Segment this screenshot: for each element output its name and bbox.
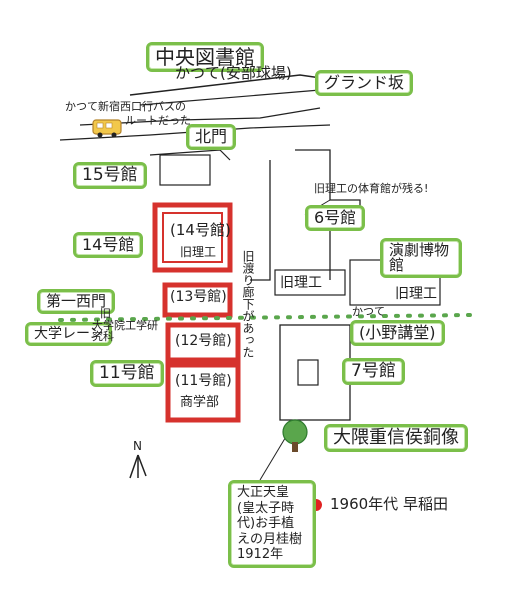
old-science-right-label: 旧理工 [395,286,437,302]
legend-1960-label: 1960年代 早稲田 [330,495,448,513]
building-13-label: (13号館) [170,289,227,305]
old-bus-note: かつて新宿西口行バスの [65,100,186,113]
theatre-museum-label: 演劇博物館 [380,238,462,278]
old-science-center-label: 旧理工 [280,275,322,291]
corridor-note: 旧渡り廊下があった [241,250,255,358]
bus-icon [92,119,122,138]
building-7-label: 7号館 [342,358,405,385]
commerce-faculty-label: 商学部 [180,395,220,410]
ono-auditorium-label: (小野講堂) [350,320,445,346]
building-15-label: 15号館 [73,162,147,189]
former-abe-field-label: かつて(安部球場) [175,64,292,82]
former-note: かつて [352,305,385,318]
north-marker-label: N [133,439,142,453]
north-arrow-icon [129,454,147,479]
central-library-label: 中央図書館 [146,42,264,72]
building-14-label: 14号館 [73,232,144,258]
building-11-label: 11号館 [90,360,164,387]
old-science-gym-note: 旧理工の体育館が残る! [314,182,429,195]
grand-slope-label: グランド坂 [315,70,414,96]
building-12-label: (12号館) [175,333,232,349]
building-14-former-label: (14号館) [170,221,231,239]
route-note: ルートだった [125,114,191,127]
tree-icon [282,419,308,452]
north-gate-label: 北門 [186,124,237,150]
graduate-school-label: 大学院工学研究科 [92,319,158,343]
building-11-former-label: (11号館) [175,373,232,389]
old-label: 旧 [100,307,111,320]
university-lane-label: 大学レーン [25,322,113,346]
tree-note-label: 大正天皇(皇太子時代)お手植えの月桂樹 1912年 [228,480,316,568]
okuma-statue-label: 大隈重信侯銅像 [324,424,468,452]
building-6-label: 6号館 [305,205,366,231]
old-science-under-14: 旧理工 [180,245,217,259]
first-west-gate-label: 第一西門 [37,289,116,314]
